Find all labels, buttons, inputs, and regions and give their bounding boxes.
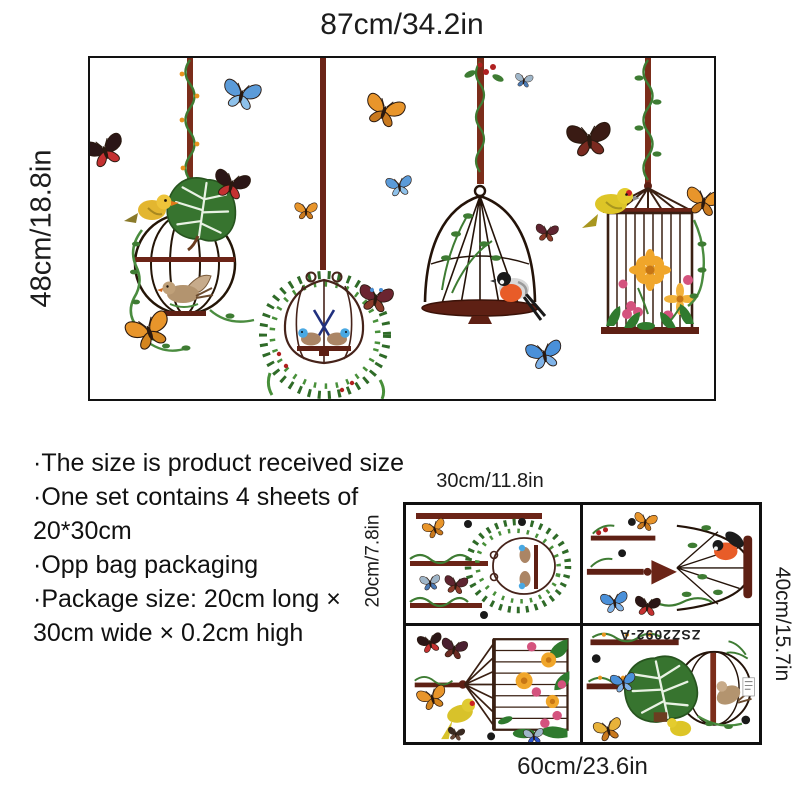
butterfly-blue [384, 174, 414, 198]
total-height-label: 40cm/15.7in [771, 566, 794, 681]
yellow-bird [124, 194, 179, 223]
butterfly-red-admiral [90, 131, 129, 171]
sticker-sheets-grid: ZSZ2092-A [403, 502, 762, 745]
butterfly-dark [565, 121, 614, 158]
flowers [618, 249, 696, 322]
butterfly-blue-small [513, 72, 534, 89]
sheet-panel-4: ZSZ2092-A [583, 626, 759, 742]
total-width-label: 60cm/23.6in [517, 753, 648, 780]
wall-sticker-artwork [90, 58, 714, 399]
butterfly-orange [360, 91, 408, 131]
sheet-panel-3 [406, 626, 580, 742]
butterfly-orange [294, 202, 318, 220]
butterfly-blue [220, 77, 263, 113]
base-leaves [606, 304, 694, 330]
main-height-label-wrap: 48cm/18.8in [16, 56, 68, 401]
sheet-panel-1 [406, 505, 580, 623]
sheet-height-label: 20cm/7.8in [362, 514, 384, 608]
butterfly-blue [524, 338, 565, 371]
yellow-bird-2 [582, 188, 640, 228]
note-line: ·One set contains 4 sheets of 20*30cm [33, 483, 359, 545]
wren-birds [298, 309, 350, 346]
sheet-height-label-wrap: 20cm/7.8in [350, 502, 396, 620]
butterflies [90, 72, 714, 371]
main-height-label: 48cm/18.8in [25, 149, 58, 308]
birdcage-wreath [259, 58, 391, 399]
birdcage-sphere [124, 58, 255, 352]
product-illustration-box [88, 56, 716, 401]
sku-code: ZSZ2092-A [619, 627, 701, 643]
berries [464, 62, 504, 82]
note-line: ·Opp bag packaging [33, 551, 259, 579]
sheet-panel-2 [583, 505, 759, 623]
total-height-label-wrap: 40cm/15.7in [764, 502, 800, 745]
butterfly-maroon [534, 223, 560, 243]
note-line: ·The size is product received size [33, 449, 404, 477]
bullfinch-bird [490, 272, 547, 321]
birdcage-square [582, 58, 707, 334]
main-width-label: 87cm/34.2in [320, 8, 484, 41]
butterfly-peacock [356, 283, 395, 314]
note-line: ·Package size: 20cm long × 30cm wide × 0… [33, 585, 341, 647]
product-notes: ·The size is product received size ·One … [33, 446, 407, 650]
birdcage-dome [421, 58, 547, 324]
brown-bird [157, 274, 214, 308]
sheet-width-label: 30cm/11.8in [436, 470, 544, 492]
